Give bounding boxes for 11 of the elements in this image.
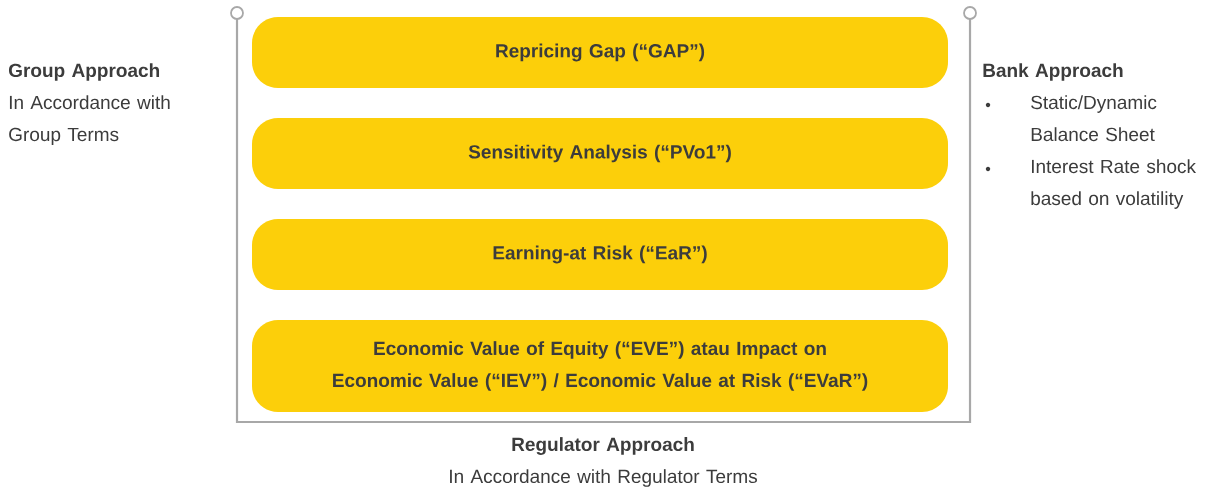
- description-text: In Accordance with Group Terms: [9, 95, 170, 145]
- heading: Group Approach: [9, 63, 159, 81]
- process-bar: Repricing Gap (“GAP”): [252, 17, 948, 88]
- process-bar: Sensitivity Analysis (“PVo1”): [252, 118, 948, 189]
- bullet-text: Interest Rate shock based on volatility: [1031, 159, 1196, 209]
- heading: Regulator Approach: [512, 437, 694, 455]
- description-text: In Accordance with Regulator Terms: [450, 469, 757, 487]
- bullet-text: Static/Dynamic Balance Sheet: [1031, 95, 1157, 142]
- process-bar: Earning-at Risk (“EaR”): [252, 219, 948, 290]
- process-bar: Economic Value of Equity (“EVE”) atau Impact on Economic Value (“IEV”) / Economic Value at Risk (“EVaR”): [252, 320, 948, 412]
- heading: Bank Approach: [983, 63, 1123, 81]
